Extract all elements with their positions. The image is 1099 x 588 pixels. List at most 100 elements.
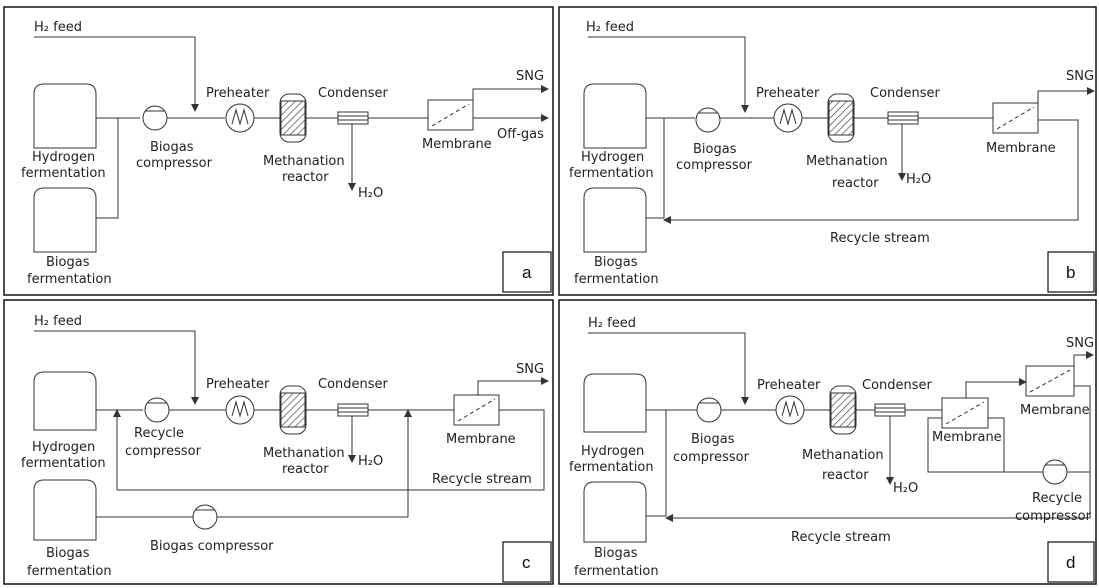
reactor-label-2: reactor [282, 462, 329, 477]
offgas-label: Off-gas [497, 127, 544, 142]
membrane-divider [431, 103, 470, 127]
preheater-label: Preheater [756, 86, 820, 101]
biogas-fermentation-label-1: Biogas [46, 546, 90, 561]
biogas-compressor-label: Biogas compressor [150, 539, 274, 554]
condenser-label: Condenser [318, 377, 389, 392]
reactor-label-1: Methanation [263, 446, 345, 461]
condenser-label: Condenser [318, 86, 389, 101]
reactor-label-2: reactor [822, 468, 869, 483]
panel-b: H₂ feed Hydrogen fermentation Biogas fer… [558, 6, 1097, 296]
hydrogen-fermentation-tank [33, 371, 97, 431]
membrane-1-label: Membrane [932, 430, 1002, 445]
biogas-fermentation-label-2: fermentation [574, 564, 659, 579]
biogas-fermentation-tank [583, 187, 647, 253]
biogas-fermentation-label-2: fermentation [27, 564, 112, 579]
recycle-line [663, 119, 1079, 224]
hydrogen-fermentation-label-1: Hydrogen [32, 150, 95, 165]
condenser-icon [887, 111, 919, 125]
reactor-bed [280, 392, 306, 428]
biogas-line [96, 118, 119, 219]
water-label: H₂O [906, 172, 931, 187]
panel-b-tag-box [1047, 251, 1095, 293]
sng-label: SNG [516, 362, 544, 377]
hydrogen-fermentation-label-2: fermentation [21, 456, 106, 471]
compressor-icon [142, 105, 168, 131]
compressor-label-1: Biogas [693, 142, 737, 157]
preheater-label: Preheater [206, 86, 270, 101]
condenser-label: Condenser [870, 86, 941, 101]
preheater-coil [779, 108, 797, 126]
recycle-compressor-icon [144, 397, 170, 423]
water-label: H₂O [358, 186, 383, 201]
membrane-divider [457, 398, 496, 422]
biogas-fermentation-tank [33, 479, 97, 541]
reactor-label-1: Methanation [806, 154, 888, 169]
sng-label: SNG [1066, 336, 1094, 351]
membrane-label: Membrane [422, 137, 492, 152]
preheater-icon [225, 103, 255, 133]
panel-b-tag: b [1066, 263, 1075, 282]
panel-a-tag: a [522, 263, 532, 282]
compressor-label-1: Biogas [150, 140, 194, 155]
compressor-label-2: compressor [136, 156, 213, 171]
biogas-fermentation-label-1: Biogas [46, 255, 90, 270]
retentate-line [988, 417, 1043, 473]
sng-label: SNG [516, 69, 544, 84]
compressor-label-2: compressor [673, 450, 750, 465]
hydrogen-fermentation-label-1: Hydrogen [581, 444, 644, 459]
panel-c: H₂ feed Hydrogen fermentation Biogas fer… [3, 299, 554, 585]
hydrogen-fermentation-label-2: fermentation [569, 460, 654, 475]
biogas-fermentation-tank [583, 481, 647, 543]
hydrogen-fermentation-label-1: Hydrogen [32, 440, 95, 455]
sng-line [472, 85, 549, 106]
recycle-label: Recycle stream [791, 530, 891, 545]
compressor-label-1: Biogas [691, 432, 735, 447]
h2-feed-label: H₂ feed [588, 316, 636, 331]
sng-label: SNG [1066, 69, 1094, 84]
reactor-label-1: Methanation [263, 154, 345, 169]
recycle-label: Recycle stream [830, 231, 930, 246]
recycle-bypass-line [927, 417, 1043, 473]
panel-d-tag-box [1047, 541, 1095, 583]
biogas-fermentation-label-1: Biogas [594, 255, 638, 270]
preheater-coil [231, 108, 249, 126]
panel-d: H₂ feed Hydrogen fermentation Biogas fer… [558, 299, 1097, 585]
reactor-bed [828, 100, 854, 136]
membrane-divider [1029, 369, 1071, 393]
hydrogen-fermentation-tank [583, 83, 647, 149]
panel-c-frame [3, 299, 554, 585]
permeate-line [965, 378, 1027, 398]
biogas-compressor-icon [192, 504, 218, 530]
reactor-bed [280, 100, 306, 136]
recycle-compressor-icon [1042, 459, 1068, 485]
reactor-label-2: reactor [282, 170, 329, 185]
membrane-divider [996, 106, 1035, 130]
panel-c-tag: c [522, 553, 531, 572]
sng-line [477, 377, 549, 395]
sng-line [1037, 87, 1095, 109]
condenser-icon [337, 403, 369, 417]
h2-feed-line [588, 332, 749, 405]
biogas-fermentation-label-2: fermentation [574, 272, 659, 287]
reactor-label-2: reactor [832, 176, 879, 191]
preheater-coil [781, 400, 799, 418]
water-label: H₂O [358, 454, 383, 469]
compressor-icon [695, 107, 721, 133]
h2-feed-label: H₂ feed [34, 20, 82, 35]
panel-b-frame [558, 6, 1097, 296]
reactor-bed [830, 392, 856, 428]
panel-a: H₂ feed Hydrogen fermentation Biogas fer… [3, 6, 554, 296]
condenser-icon [337, 111, 369, 125]
recycle-label: Recycle stream [432, 472, 532, 487]
preheater-icon [775, 395, 805, 425]
recycle-line [117, 409, 545, 491]
membrane-2-label: Membrane [1020, 403, 1090, 418]
panel-c-tag-box [502, 541, 552, 583]
hydrogen-fermentation-label-1: Hydrogen [581, 150, 644, 165]
preheater-icon [225, 395, 255, 425]
recycle-compressor-label-1: Recycle [1032, 491, 1082, 506]
hydrogen-fermentation-label-2: fermentation [569, 166, 654, 181]
compressor-label-2: compressor [676, 158, 753, 173]
h2-feed-line [34, 330, 199, 405]
